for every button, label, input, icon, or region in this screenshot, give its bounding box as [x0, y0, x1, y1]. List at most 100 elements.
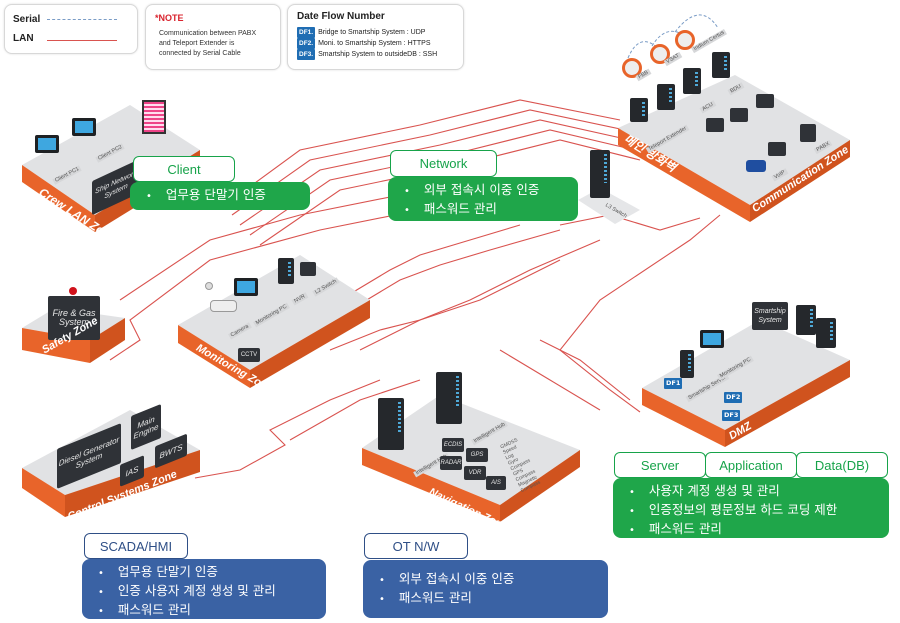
antenna-dome-icon	[622, 58, 642, 78]
printer-icon	[142, 100, 166, 134]
ot-nw-card-item: 외부 접속시 이중 인증	[379, 570, 598, 589]
client-pc1-icon	[35, 135, 59, 153]
df1-marker: DF1	[664, 378, 683, 389]
radar: RADAR	[440, 456, 462, 470]
cctv-monitor: CCTV	[238, 348, 260, 362]
l2-switch-icon	[756, 94, 774, 108]
data-flow-item: DF1.Bridge to Smartship System : UDP	[297, 27, 437, 38]
l2-switch-icon	[706, 118, 724, 132]
smartship-server-icon	[680, 350, 694, 378]
lan-line-sample	[47, 40, 117, 41]
server-tab: Server	[614, 452, 706, 478]
client-pc2-icon	[72, 118, 96, 136]
serial-cable	[627, 41, 661, 59]
scada-hmi-card-item: 패스워드 관리	[98, 601, 316, 620]
server-card-item: 패스워드 관리	[629, 520, 879, 539]
df2-marker: DF2	[724, 392, 743, 403]
network-card-item: 외부 접속시 이중 인증	[404, 181, 568, 200]
network-card-item: 패스워드 관리	[404, 200, 568, 219]
server-icon	[816, 318, 836, 348]
application-tab: Application	[705, 452, 797, 478]
data-flow-item: DF3.Smartship System to outsideDB : SSH	[297, 49, 437, 60]
lan-cable	[339, 224, 521, 301]
gps: GPS	[466, 448, 488, 462]
df-tag: DF2.	[297, 38, 316, 49]
serial-line-sample	[47, 19, 117, 20]
lan-cable	[559, 214, 721, 413]
client-card-item: 업무용 단말기 인증	[146, 186, 300, 205]
note-title: *NOTE	[155, 13, 184, 23]
server-card-body: 사용자 계정 생성 및 관리 인증정보의 평문정보 하드 코딩 제한 패스워드 …	[613, 478, 889, 538]
lan-cable	[224, 99, 621, 206]
serial-cable	[674, 14, 719, 33]
scada-hmi-card-item: 인증 사용자 계정 생성 및 관리	[98, 582, 316, 601]
df-tag: DF1.	[297, 27, 316, 38]
iridium-icon	[712, 52, 730, 78]
pabx-icon	[800, 124, 816, 142]
lan-cable	[231, 109, 626, 216]
df-tag: DF3	[722, 410, 741, 421]
server-card-item: 인증정보의 평문정보 하드 코딩 제한	[629, 501, 879, 520]
df-tag: DF3.	[297, 49, 316, 60]
lan-cable	[559, 214, 701, 231]
l2-switch-icon	[300, 262, 316, 276]
data-flow-item: DF2.Moni. to Smartship System : HTTPS	[297, 38, 437, 49]
client-card-body: 업무용 단말기 인증	[130, 182, 310, 210]
server-card-item: 사용자 계정 생성 및 관리	[629, 482, 879, 501]
antenna-dome-icon	[675, 30, 695, 50]
lan-cable	[289, 379, 421, 441]
vsat-icon	[683, 68, 701, 94]
intelligent-hub-server-icon	[436, 372, 462, 424]
l3-switch-icon	[590, 150, 610, 198]
client-card-title: Client	[133, 156, 235, 182]
lan-legend-label: LAN	[13, 33, 34, 44]
server-icon	[796, 305, 816, 335]
dmz-monitoring-pc-icon	[700, 330, 724, 348]
note-line: Communication between PABX	[159, 30, 257, 37]
note-line: and Teleport Extender is	[159, 40, 235, 47]
smartship-system: Smartship System	[752, 302, 788, 330]
cable-legend: Serial LAN	[4, 4, 138, 54]
df-tag: DF1	[664, 378, 683, 389]
note-box: *NOTE Communication between PABX and Tel…	[145, 4, 281, 70]
ais: AIS	[486, 476, 506, 490]
df-text: Bridge to Smartship System : UDP	[318, 29, 426, 36]
fbb-icon	[657, 84, 675, 110]
df-tag: DF2	[724, 392, 743, 403]
scada-hmi-card-body: 업무용 단말기 인증 인증 사용자 계정 생성 및 관리 패스워드 관리	[82, 559, 326, 619]
voip-phone-icon	[746, 160, 766, 172]
camera-body-icon	[210, 300, 237, 312]
l2-switch-icon	[730, 108, 748, 122]
camera-icon	[205, 282, 213, 290]
scada-hmi-card-item: 업무용 단말기 인증	[98, 563, 316, 582]
network-card-body: 외부 접속시 이중 인증 패스워드 관리	[388, 177, 578, 221]
data-flow-title: Date Flow Number	[297, 11, 385, 22]
df3-marker: DF3	[722, 410, 741, 421]
network-card-title: Network	[390, 150, 497, 177]
teleport-extender-icon	[630, 98, 648, 122]
df-text: Smartship System to outsideDB : SSH	[318, 51, 438, 58]
ot-nw-card-title: OT N/W	[364, 533, 468, 559]
ot-nw-card-body: 외부 접속시 이중 인증 패스워드 관리	[363, 560, 608, 618]
lan-cable	[359, 239, 601, 351]
lan-cable	[539, 339, 631, 401]
lan-cable	[194, 379, 381, 479]
vdr: VDR	[464, 466, 486, 480]
lan-cable	[349, 229, 561, 311]
alarm-light-icon	[69, 287, 77, 295]
fire-gas-system: Fire & Gas System	[48, 296, 100, 340]
note-line: connected by Serial Cable	[159, 50, 241, 57]
df-text: Moni. to Smartship System : HTTPS	[318, 40, 431, 47]
lan-cable	[499, 349, 601, 411]
l2-switch-icon	[768, 142, 786, 156]
ecdis: ECDIS	[442, 438, 464, 452]
nvr-icon	[278, 258, 294, 284]
data-flow-legend: Date Flow Number DF1.Bridge to Smartship…	[287, 4, 464, 70]
data-db-tab: Data(DB)	[796, 452, 888, 478]
serial-legend-label: Serial	[13, 14, 41, 25]
monitoring-pc-icon	[234, 278, 258, 296]
ot-nw-card-item: 패스워드 관리	[379, 589, 598, 608]
scada-hmi-card-title: SCADA/HMI	[84, 533, 188, 559]
intelligent-hub-server-icon	[378, 398, 404, 450]
